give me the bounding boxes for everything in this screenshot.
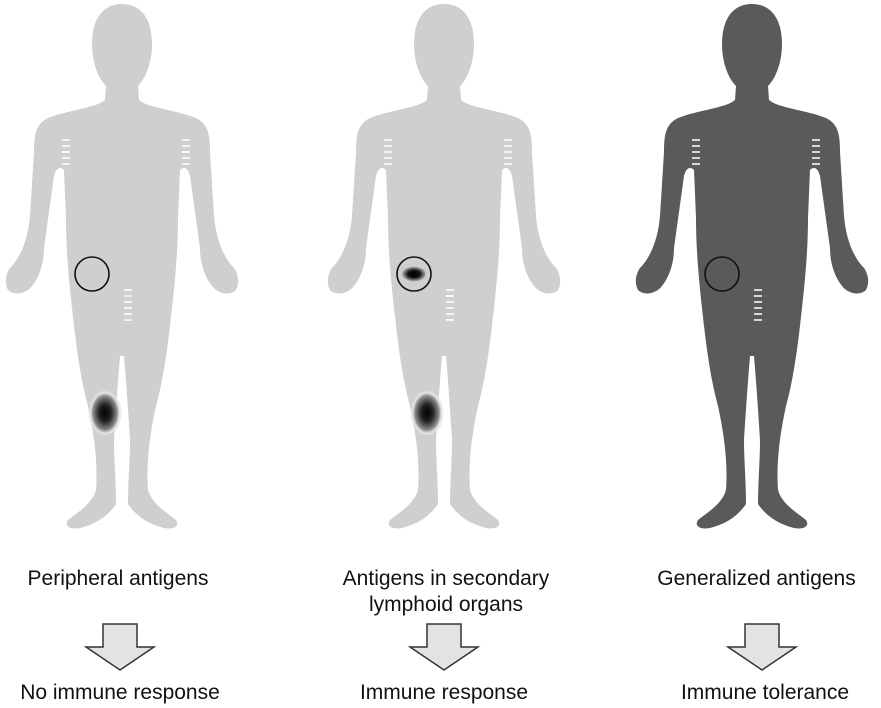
panel-label-secondary-lymphoid: Antigens in secondary lymphoid organs (316, 566, 576, 618)
knee-antigen (88, 389, 122, 437)
panel-label-generalized: Generalized antigens (632, 566, 881, 592)
outcome-immune-tolerance: Immune tolerance (650, 680, 880, 706)
outcome-no-immune-response: No immune response (0, 680, 240, 706)
panel-generalized (636, 4, 868, 529)
human-silhouette (636, 4, 868, 529)
human-silhouette (6, 4, 238, 529)
lymph-node-antigen (401, 266, 427, 282)
arrow-down-icon (86, 624, 154, 670)
outcome-immune-response: Immune response (334, 680, 554, 706)
panel-peripheral (6, 4, 238, 529)
panel-secondary-lymphoid (328, 4, 560, 529)
arrow-down-icon (410, 624, 478, 670)
human-silhouette (328, 4, 560, 529)
knee-antigen (410, 389, 444, 437)
arrow-down-icon (728, 624, 796, 670)
panel-label-peripheral: Peripheral antigens (0, 566, 236, 592)
